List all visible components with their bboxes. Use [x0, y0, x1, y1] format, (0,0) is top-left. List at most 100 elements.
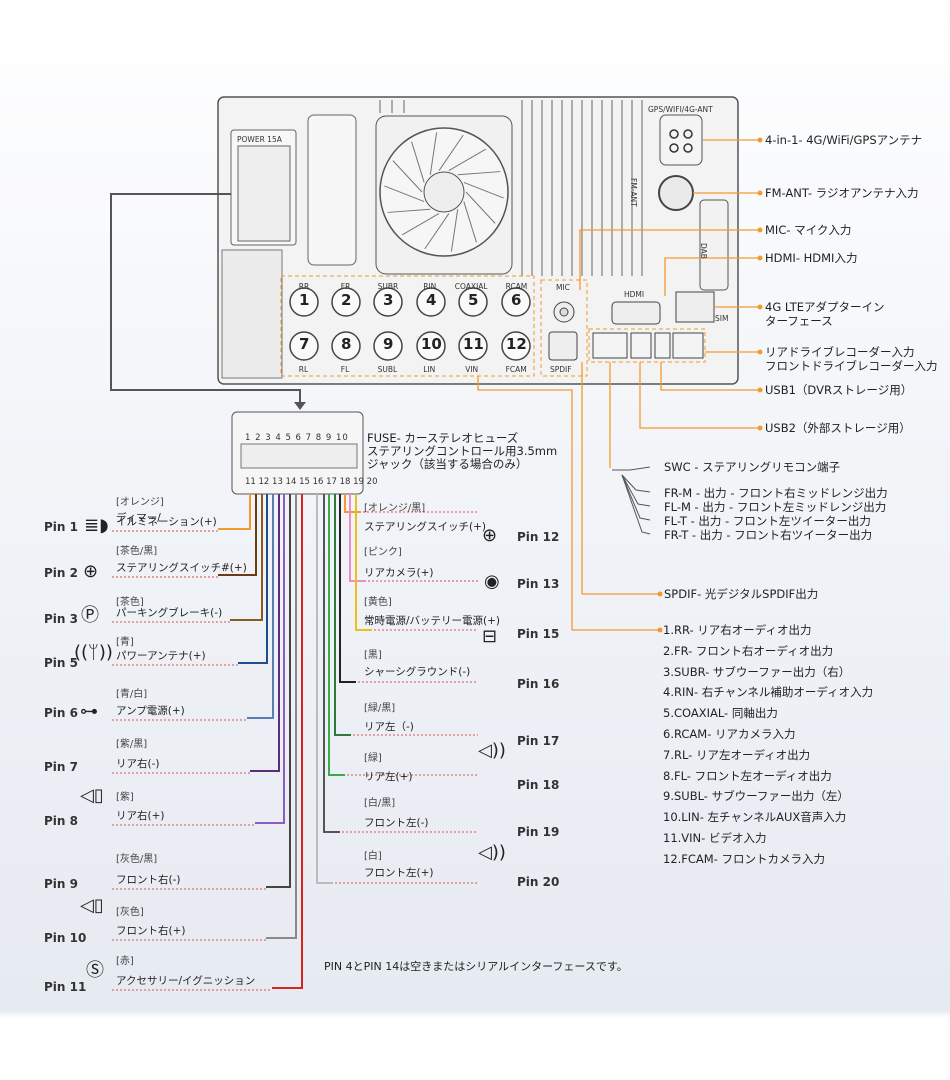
label-mic: MIC- マイク入力 — [765, 223, 852, 237]
dotted-leads — [112, 511, 478, 991]
fan-blade — [448, 148, 487, 171]
left-panel — [221, 249, 283, 379]
rca-top-name: RIN — [423, 282, 437, 291]
wire-color-label: [茶色] — [116, 597, 144, 608]
connector-bottom-pins: 11 12 13 14 15 16 17 18 19 20 — [245, 477, 378, 487]
mic-port-inner — [559, 307, 569, 317]
gps-port — [659, 114, 703, 166]
speaker-icon: ◁▯ — [80, 895, 104, 916]
mic-spdif-outline — [540, 279, 588, 377]
dvr-port — [592, 332, 628, 359]
rca-list-item: 10.LIN- 左チャンネルAUX音声入力 — [663, 810, 847, 825]
rca-bottom-name: RL — [298, 365, 309, 374]
rca-jack — [289, 331, 319, 361]
pin-label: Pin 19 — [517, 825, 560, 839]
pin-label: Pin 2 — [44, 566, 78, 580]
callout-dot — [757, 387, 763, 393]
pin-label: Pin 13 — [517, 577, 560, 591]
label-dvr-front: フロントドライブレコーダー入力 — [765, 359, 938, 373]
fan-blade — [429, 132, 438, 175]
pin-function: フロント右(-) — [116, 874, 181, 886]
parking-icon: Ⓟ — [81, 605, 99, 626]
wire-color-label: [灰色] — [116, 907, 144, 918]
pin-function: パーキングブレーキ(-) — [116, 607, 223, 619]
pin-wire — [355, 494, 372, 631]
rca-jack — [331, 331, 361, 361]
pin-label: Pin 7 — [44, 760, 78, 774]
fan-blade — [463, 181, 504, 199]
rca-jack — [331, 287, 361, 317]
label-fl-m: FL-M - 出力 - フロント左ミッドレンジ出力 — [664, 500, 887, 514]
speaker-icon: ◁▯ — [80, 785, 104, 806]
frt-wire — [621, 474, 651, 535]
label-lte-1: 4G LTEアダプターイン — [765, 300, 885, 314]
callout-dot — [757, 137, 763, 143]
callout-mic — [579, 229, 760, 290]
callout-hdmi — [664, 257, 760, 296]
fm-port-label: FM-ANT — [629, 178, 638, 207]
rca-top-name: SUBR — [377, 282, 399, 291]
pin-function: リア右(+) — [116, 810, 165, 822]
pin-wire — [218, 494, 251, 530]
label-fr-m: FR-M - 出力 - フロント右ミッドレンジ出力 — [664, 486, 888, 500]
pin-function: フロント左(+) — [364, 867, 434, 879]
dvr2-port — [672, 332, 704, 359]
callout-usb2 — [639, 362, 760, 429]
pin-label: Pin 20 — [517, 875, 560, 889]
pin-label: Pin 15 — [517, 627, 560, 641]
fan-blade — [411, 141, 425, 183]
pin-label: Pin 10 — [44, 931, 87, 945]
pin-label: Pin 1 — [44, 520, 78, 534]
flm-wire — [621, 474, 651, 507]
side-slot — [307, 114, 357, 266]
callout-dot — [657, 627, 663, 633]
ignition-icon: Ⓢ — [86, 960, 104, 981]
pin-function: リア右(-) — [116, 758, 160, 770]
steering-wheel-icon: ⊕ — [83, 561, 99, 582]
unit-callouts — [477, 139, 760, 631]
hdmi-label: HDMI — [624, 290, 645, 299]
fan-blade — [463, 201, 477, 243]
pin-function: リア左（-) — [364, 721, 414, 733]
illumination-icon: ≣◗ — [84, 515, 109, 536]
pin-function: シャーシグラウンド(-) — [364, 666, 471, 678]
wire-color-label: [白] — [364, 851, 382, 862]
pin-wire — [272, 494, 303, 989]
pin-label: Pin 9 — [44, 877, 78, 891]
pin-function: ステアリングスイッチ#(+) — [116, 562, 247, 574]
pin-wire — [328, 494, 345, 776]
fan-blade — [457, 171, 501, 176]
pin-label: Pin 6 — [44, 706, 78, 720]
fan-blade — [465, 191, 496, 224]
wire-color-label: [灰色/黒] — [116, 854, 158, 865]
pin-label: Pin 17 — [517, 734, 560, 748]
pin-function: リアカメラ(+) — [364, 567, 434, 579]
rca-list-item: 7.RL- リア左オーディオ出力 — [663, 747, 811, 762]
rca-bottom-number: 7 — [299, 335, 310, 353]
gps-pin-2 — [683, 129, 693, 139]
rca-bottom-number: 9 — [383, 335, 394, 353]
callout-dot — [757, 349, 763, 355]
wire-color-label: [黄色] — [364, 597, 392, 608]
rca-list-item: 11.VIN- ビデオ入力 — [663, 831, 767, 845]
pin-function: フロント左(-) — [364, 817, 429, 829]
rca-bottom-name: VIN — [465, 365, 479, 374]
label-usb1: USB1（DVRストレージ用） — [765, 383, 913, 397]
fan-blade — [450, 209, 459, 252]
pin-wire — [339, 494, 356, 683]
rca-jacks — [289, 287, 531, 361]
callout-dot — [757, 304, 763, 310]
gps-port-label: GPS/WIFI/4G-ANT — [648, 105, 713, 114]
callout-dot — [757, 425, 763, 431]
pin-function: パワーアンテナ(+) — [116, 650, 206, 662]
fan-blade — [384, 185, 425, 203]
rca-top-number: 1 — [299, 291, 310, 309]
rca-jack — [289, 287, 319, 317]
spdif-port — [548, 331, 578, 361]
rca-jack — [373, 331, 403, 361]
rca-jack — [416, 331, 446, 361]
pin-wire — [250, 494, 280, 772]
harness-inner — [240, 443, 358, 469]
label-fr-t: FR-T - 出力 - フロント右ツイーター出力 — [664, 528, 873, 542]
fan-blade — [387, 208, 431, 213]
